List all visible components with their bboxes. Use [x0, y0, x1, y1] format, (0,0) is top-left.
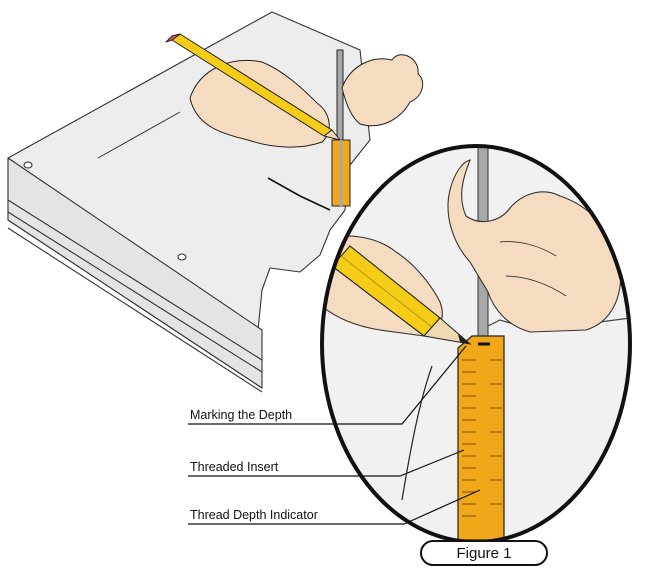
inset-pencil-wood	[423, 317, 472, 345]
panel-hole-left	[23, 161, 33, 169]
inset-insert-threads	[462, 359, 502, 517]
panel-front-face	[7, 157, 263, 389]
panel-fold-line-3	[7, 227, 263, 393]
top-left-hand	[189, 60, 330, 148]
top-right-hand	[341, 54, 424, 127]
panel-fold-line-1	[7, 199, 263, 361]
leader-marking-depth	[188, 345, 467, 425]
panel-fold-line-2	[7, 211, 263, 373]
callout-marking-depth: Marking the Depth	[190, 408, 293, 422]
top-pencil-tip	[323, 129, 341, 141]
panel	[7, 11, 371, 393]
callout-thread-depth-indicator: Thread Depth Indicator	[190, 508, 318, 522]
panel-groove	[97, 111, 181, 159]
figure-label: Figure 1	[420, 540, 548, 566]
inset-indicator-line	[401, 365, 433, 501]
inset-insert	[457, 335, 505, 541]
leader-threaded-insert	[188, 449, 465, 477]
callout-threaded-insert: Threaded Insert	[190, 460, 279, 474]
leader-thread-depth-indicator	[188, 489, 481, 525]
callout-leaders	[188, 345, 481, 525]
panel-hole-right	[177, 253, 187, 261]
top-pencil-eraser	[165, 33, 181, 43]
top-scene	[165, 33, 424, 207]
inset-pencil-stripe	[340, 255, 433, 328]
inset-pencil-lead	[458, 334, 470, 344]
panel-cut-line	[267, 177, 331, 211]
